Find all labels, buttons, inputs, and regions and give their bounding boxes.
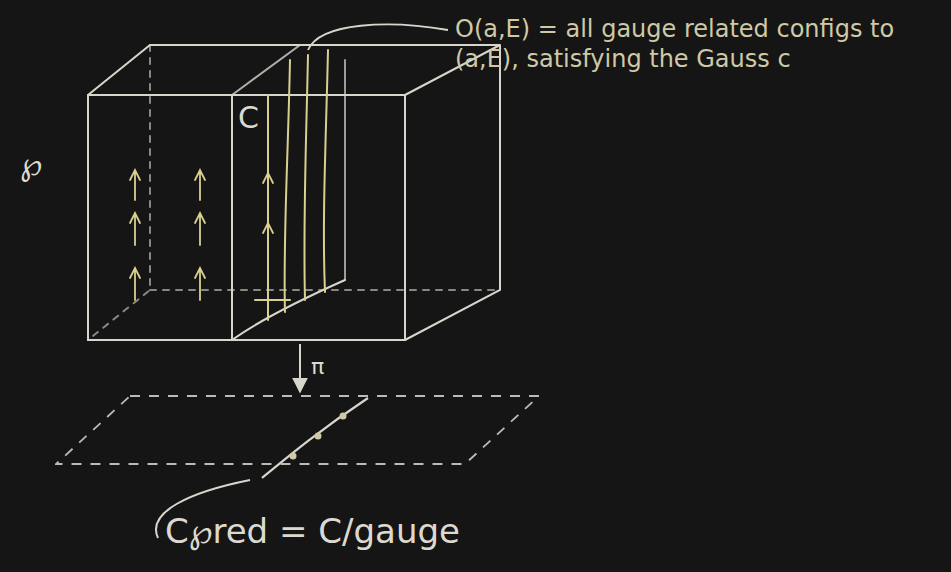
slab-edge bbox=[344, 60, 346, 280]
base-plane: C℘red = C/gauge bbox=[55, 395, 540, 465]
flow-arrow bbox=[195, 213, 205, 245]
space-label: ℘ bbox=[20, 147, 42, 182]
flow-arrow bbox=[263, 173, 273, 200]
flow-arrow bbox=[195, 268, 205, 300]
orbit-line bbox=[285, 60, 290, 312]
flow-arrow bbox=[263, 223, 273, 250]
flow-arrow bbox=[195, 170, 205, 200]
orbit-point bbox=[290, 453, 297, 460]
hidden-edge bbox=[88, 45, 150, 340]
flow-arrow bbox=[130, 213, 140, 245]
orbit-point bbox=[315, 433, 322, 440]
plane-outline bbox=[55, 395, 540, 465]
side-face bbox=[405, 45, 500, 340]
slab-edge bbox=[231, 95, 233, 340]
orbit-tick bbox=[255, 299, 290, 301]
phase-space-box: ℘C bbox=[88, 95, 405, 340]
orbit-line bbox=[267, 95, 269, 320]
orbit-line bbox=[324, 50, 328, 292]
reduced-space-label: C℘red = C/gauge bbox=[165, 513, 460, 550]
flow-arrow bbox=[130, 268, 140, 300]
flow-arrow bbox=[130, 170, 140, 200]
reduced-curve bbox=[262, 398, 368, 478]
orbit-line bbox=[304, 55, 308, 300]
projection-arrow bbox=[299, 344, 301, 392]
front-face bbox=[88, 95, 405, 340]
slab-edge bbox=[232, 280, 345, 340]
orbit-point bbox=[340, 413, 347, 420]
space-label: C bbox=[238, 101, 259, 134]
projection-label: π bbox=[308, 354, 327, 379]
leader-line bbox=[308, 25, 448, 50]
note-text: O(a,E) = all gauge related configs to (a… bbox=[455, 14, 895, 74]
plane-edge bbox=[56, 396, 539, 464]
